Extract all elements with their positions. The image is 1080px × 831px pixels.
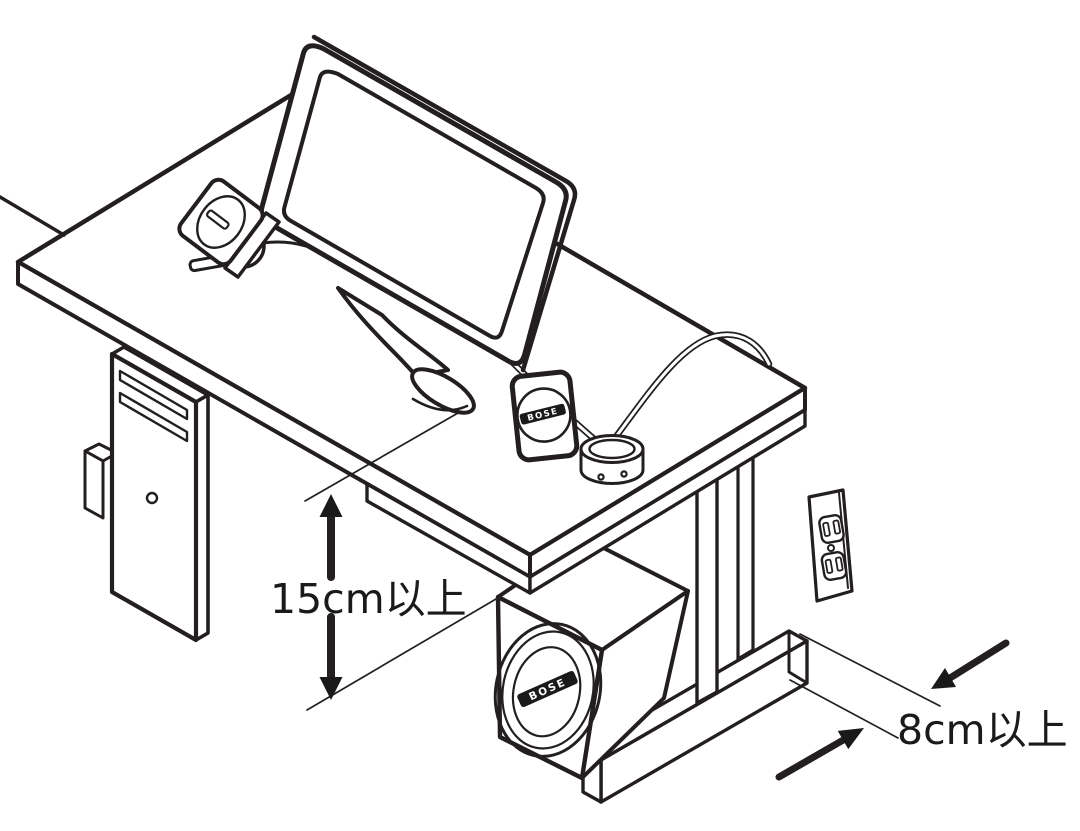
stand-foot-base: [411, 397, 469, 412]
pc-tower: [83, 345, 210, 643]
outlet-socket-upper: [818, 514, 845, 544]
pod-dial: [588, 438, 636, 460]
speaker-cube-driver: [196, 195, 246, 249]
rail-end-edge: [787, 629, 809, 685]
cable-over-desk-edge: [608, 331, 773, 446]
volume-control-pod: [579, 434, 645, 485]
drive-bay-slot-2: [118, 391, 189, 443]
guide-line-bass-module-top: [306, 598, 497, 711]
monitor-stand: [336, 286, 476, 415]
bass-module: BOSE: [493, 536, 690, 781]
drive-bay-slot-1: [118, 369, 189, 421]
vertical-clearance-annotation: 15cm以上: [270, 412, 497, 711]
vertical-clearance-label: 15cm以上: [270, 575, 467, 623]
monitor-screen: [281, 69, 546, 340]
tower-bracket-front: [83, 449, 105, 520]
stand-foot: [410, 367, 476, 415]
satellite-speaker: [177, 177, 308, 279]
guide-line-desk-underside: [304, 412, 459, 502]
monitor: [258, 34, 578, 373]
arrow-down-icon: [319, 677, 343, 700]
guide-line-rail-bottom: [789, 679, 899, 739]
desk-apron-right: [528, 408, 807, 595]
speaker-logo-bar: [206, 209, 230, 230]
guide-line-rail-top: [799, 633, 941, 707]
arrow-left-shaft: [946, 639, 1010, 682]
horizontal-clearance-annotation: 8cm以上: [775, 633, 1068, 781]
speaker-cube-front: [177, 177, 265, 267]
wall-outlet-icon: [807, 488, 854, 603]
outlet-screw: [827, 544, 835, 552]
speaker-driver-icon: [493, 622, 603, 758]
arrow-up-right-icon: [837, 728, 864, 750]
pod-port-2: [620, 470, 628, 478]
power-cord-left: [0, 195, 66, 237]
arrow-down-left-icon: [931, 668, 956, 689]
outlet-socket-lower: [820, 551, 848, 581]
arrow-right-shaft: [775, 735, 849, 781]
monitor-edge-depth: [311, 34, 578, 373]
speaker-cable: [261, 240, 308, 248]
pod-port-1: [597, 473, 605, 481]
power-button: [145, 491, 159, 505]
media-remote: BOSE: [509, 369, 580, 463]
horizontal-clearance-label: 8cm以上: [897, 706, 1068, 754]
arrow-up-icon: [319, 494, 343, 517]
remote-dial: [516, 387, 572, 443]
desk-leg-front: [695, 456, 719, 705]
